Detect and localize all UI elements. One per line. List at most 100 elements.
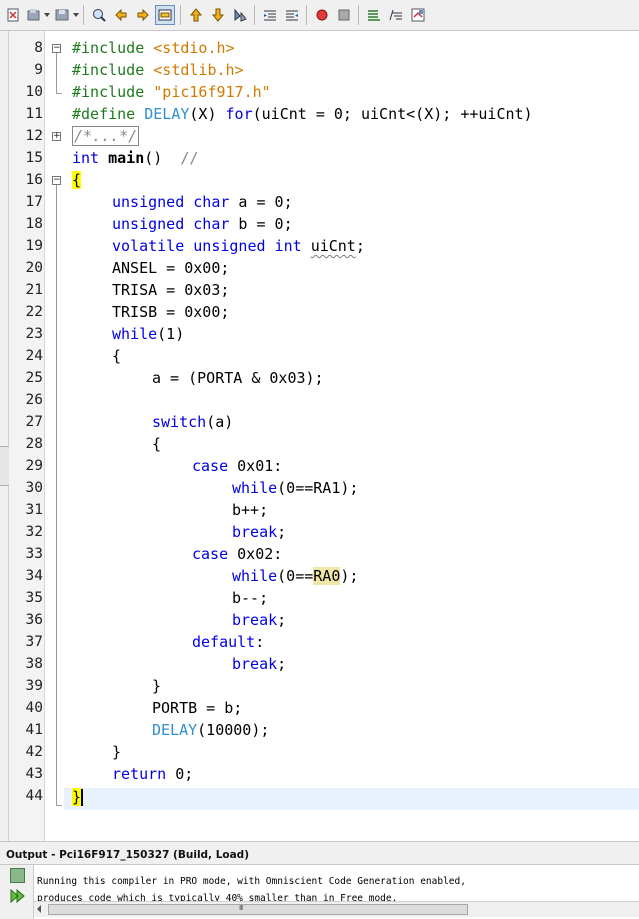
save-button[interactable] (52, 5, 72, 25)
line-number: 24 (25, 348, 43, 364)
line-number: 9 (34, 62, 43, 78)
open-file-button[interactable] (24, 5, 44, 25)
line-number: 34 (25, 568, 43, 584)
save-dropdown-icon[interactable] (73, 13, 79, 17)
comment-icon (389, 9, 402, 21)
code-line-9: #include <stdlib.h> (72, 61, 244, 79)
scroll-left-icon[interactable] (37, 905, 41, 913)
toggle-highlight-button[interactable] (155, 5, 175, 25)
toggle-bookmark-button[interactable] (230, 5, 250, 25)
start-macro-button[interactable] (312, 5, 332, 25)
uncomment-button[interactable] (408, 5, 428, 25)
find-button[interactable] (89, 5, 109, 25)
fold-collapse-icon[interactable]: − (52, 43, 61, 53)
code-line-38: break; (232, 655, 287, 673)
macro-play-icon (368, 10, 380, 21)
warning-underline: uiCnt (310, 237, 356, 255)
run-macro-button[interactable] (364, 5, 384, 25)
line-number: 31 (25, 502, 43, 518)
code-line-25: a = (PORTA & 0x03); (152, 369, 324, 387)
code-line-30: while(0==RA1); (232, 479, 359, 497)
new-file-button[interactable] (3, 5, 23, 25)
line-number: 16 (25, 172, 43, 188)
code-line-16: { (72, 169, 82, 191)
shift-left-icon (264, 10, 276, 21)
line-number: 39 (25, 678, 43, 694)
shift-right-icon (286, 10, 298, 21)
matched-brace: } (72, 788, 82, 806)
line-number: 41 (25, 722, 43, 738)
code-line-29: case 0x01: (192, 457, 283, 475)
line-number: 15 (25, 150, 43, 166)
code-line-43: return 0; (112, 765, 194, 783)
code-line-8: #include <stdio.h> (72, 39, 235, 57)
line-number: 32 (25, 524, 43, 540)
line-number: 17 (25, 194, 43, 210)
highlighted-symbol: RA0 (313, 567, 341, 585)
code-line-27: switch(a) (152, 413, 234, 431)
fold-expand-icon[interactable]: + (52, 131, 61, 141)
line-number: 10 (25, 84, 43, 100)
output-side-toolbar (0, 865, 34, 919)
text-cursor (81, 789, 84, 806)
code-line-28: { (152, 435, 162, 453)
line-number: 23 (25, 326, 43, 342)
run-again-icon[interactable] (9, 889, 27, 903)
scroll-thumb[interactable] (48, 904, 468, 915)
collapsed-comment-block[interactable]: /*...*/ (72, 126, 140, 146)
arrow-up-icon (189, 8, 203, 22)
output-line: produces code which is typically 40% sma… (37, 893, 398, 904)
arrow-forward-icon (137, 8, 149, 22)
editor-toolbar (0, 0, 639, 31)
rerun-icon[interactable] (10, 868, 25, 883)
code-line-39: } (152, 677, 162, 695)
line-number: 29 (25, 458, 43, 474)
record-icon (316, 9, 328, 21)
line-number: 33 (25, 546, 43, 562)
arrow-back-icon (115, 8, 127, 22)
line-number: 27 (25, 414, 43, 430)
uncomment-icon (411, 8, 425, 22)
output-splitter[interactable] (0, 841, 639, 847)
open-dropdown-icon[interactable] (44, 13, 50, 17)
line-number: 40 (25, 700, 43, 716)
comment-button[interactable] (386, 5, 406, 25)
stop-icon (338, 9, 350, 21)
code-line-12: /*...*/ (72, 125, 140, 147)
previous-bookmark-button[interactable] (186, 5, 206, 25)
line-number: 22 (25, 304, 43, 320)
code-line-19: volatile unsigned int uiCnt; (112, 237, 365, 255)
magnifier-icon (93, 9, 106, 22)
code-line-21: TRISA = 0x03; (112, 281, 230, 299)
new-file-icon (7, 8, 19, 22)
line-number: 30 (25, 480, 43, 496)
code-line-17: unsigned char a = 0; (112, 193, 293, 211)
line-number-gutter (9, 31, 45, 841)
output-horizontal-scrollbar[interactable]: III (34, 901, 639, 917)
code-line-33: case 0x02: (192, 545, 283, 563)
line-number: 11 (25, 106, 43, 122)
fold-collapse-icon[interactable]: − (52, 175, 61, 185)
code-line-31: b++; (232, 501, 269, 519)
line-number: 12 (25, 128, 43, 144)
line-number: 37 (25, 634, 43, 650)
line-number: 25 (25, 370, 43, 386)
code-line-23: while(1) (112, 325, 185, 343)
line-number: 28 (25, 436, 43, 452)
highlight-icon (158, 9, 172, 21)
stop-macro-button[interactable] (334, 5, 354, 25)
code-line-15: int main() // (72, 149, 199, 167)
output-panel-title: Output - Pci16F917_150327 (Build, Load) (0, 847, 639, 865)
find-previous-button[interactable] (111, 5, 131, 25)
code-line-44: } (72, 786, 84, 808)
line-number: 36 (25, 612, 43, 628)
panel-splitter[interactable] (0, 446, 9, 486)
shift-left-button[interactable] (260, 5, 280, 25)
line-number: 35 (25, 590, 43, 606)
line-number: 21 (25, 282, 43, 298)
find-next-button[interactable] (133, 5, 153, 25)
shift-right-button[interactable] (282, 5, 302, 25)
left-panel-edge (0, 31, 9, 841)
next-bookmark-button[interactable] (208, 5, 228, 25)
code-line-11: #define DELAY(X) for(uiCnt = 0; uiCnt<(X… (72, 105, 533, 123)
